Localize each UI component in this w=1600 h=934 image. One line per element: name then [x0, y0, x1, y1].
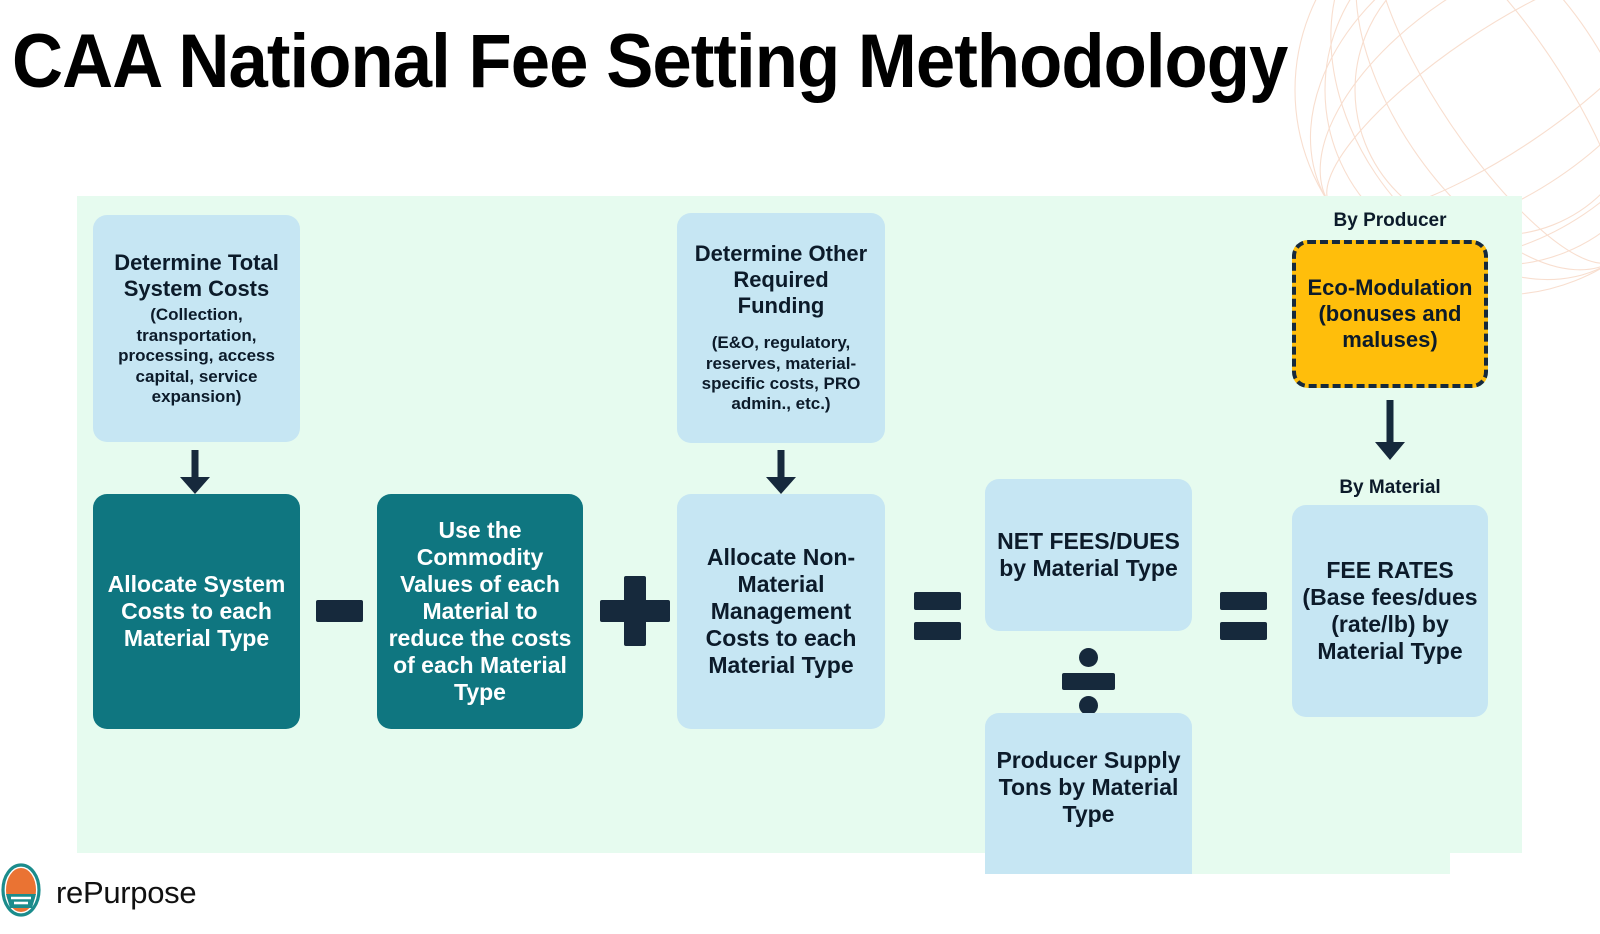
label-by-producer: By Producer — [1333, 210, 1447, 231]
box-heading: Eco-Modulation (bonuses and maluses) — [1307, 275, 1473, 352]
box-heading: Producer Supply Tons by Material Type — [996, 746, 1181, 828]
box-producer-supply-tons[interactable]: Producer Supply Tons by Material Type — [985, 713, 1192, 874]
plus-operator-icon — [600, 576, 670, 646]
box-heading: Allocate Non-Material Management Costs t… — [705, 543, 857, 679]
box-subtext: (Collection, transportation, processing,… — [118, 305, 275, 407]
box-allocate-non-material-management-costs[interactable]: Allocate Non-Material Management Costs t… — [677, 494, 885, 729]
page-title: CAA National Fee Setting Methodology — [12, 19, 1288, 104]
box-commodity-values[interactable]: Use the Commodity Values of each Materia… — [377, 494, 583, 729]
box-subtext: (E&O, regulatory, reserves, material-spe… — [701, 333, 861, 414]
footer-logo: rePurpose — [0, 862, 197, 924]
box-heading: NET FEES/DUES by Material Type — [997, 527, 1180, 581]
box-heading: FEE RATES (Base fees/dues (rate/lb) by M… — [1302, 556, 1478, 665]
box-net-fees-dues[interactable]: NET FEES/DUES by Material Type — [985, 479, 1192, 631]
box-heading: Determine Other Required Funding — [694, 241, 868, 319]
label-by-material: By Material — [1339, 477, 1441, 498]
box-eco-modulation[interactable]: Eco-Modulation (bonuses and maluses) — [1292, 240, 1488, 388]
down-arrow-eco-modulation — [1375, 400, 1405, 460]
divide-operator-icon — [1062, 648, 1115, 715]
box-allocate-system-costs[interactable]: Allocate System Costs to each Material T… — [93, 494, 300, 729]
down-arrow-other-funding — [766, 450, 796, 494]
box-determine-other-required-funding[interactable]: Determine Other Required Funding (E&O, r… — [677, 213, 885, 443]
equals-operator-icon-2 — [1220, 592, 1267, 642]
box-heading: Allocate System Costs to each Material T… — [107, 570, 286, 652]
box-heading: Use the Commodity Values of each Materia… — [388, 516, 572, 706]
logo-wordmark: rePurpose — [56, 875, 197, 910]
box-fee-rates[interactable]: FEE RATES (Base fees/dues (rate/lb) by M… — [1292, 505, 1488, 717]
repurpose-logo-icon — [1, 863, 41, 917]
box-heading: Determine Total System Costs — [114, 249, 279, 301]
box-determine-total-system-costs[interactable]: Determine Total System Costs (Collection… — [93, 215, 300, 442]
down-arrow-system-costs — [180, 450, 210, 494]
equals-operator-icon-1 — [914, 592, 961, 642]
minus-operator-icon — [316, 600, 363, 622]
